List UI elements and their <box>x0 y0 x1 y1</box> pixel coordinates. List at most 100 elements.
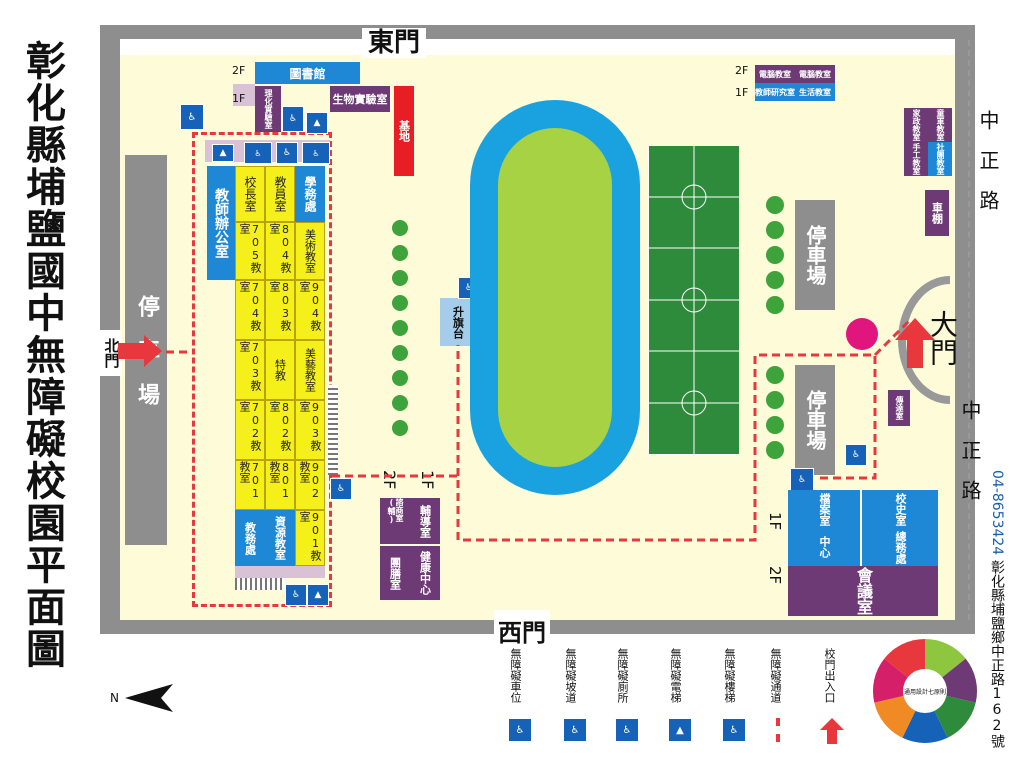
universal-design-wheel: 通用設計七原則 <box>872 639 978 743</box>
legend-parking-icon: ♿ <box>508 718 532 742</box>
ramp-mid <box>328 385 338 475</box>
stairs-bottom <box>235 566 325 578</box>
east-room-1: 電腦教室 <box>755 65 795 83</box>
east-room-4: 生活教室 <box>795 83 835 101</box>
elevator-icon-top-2: ♿ <box>276 142 298 164</box>
classroom-903: 903教室 <box>295 400 325 460</box>
principal-office: 校長室 <box>235 166 265 222</box>
ramp-bottom <box>235 578 285 590</box>
toilet-icon-bottom: ♿ <box>285 584 307 606</box>
classroom-901: 901教室 <box>295 510 325 566</box>
classroom-902: 902教室 <box>295 460 325 510</box>
north-gate-label: 北門 <box>100 330 122 376</box>
legend-path-icon <box>776 718 784 742</box>
legend-ramp-label: 無障礙坡道 <box>564 648 577 703</box>
fine-arts-classroom: 美藝教室 <box>295 340 325 400</box>
legend-ramp-icon: ♿ <box>563 718 587 742</box>
floor-2f-east: 2F <box>735 64 749 77</box>
shed-room-1: 家政教室 <box>904 108 928 142</box>
legend-parking-label: 無障礙車位 <box>509 648 522 703</box>
counseling-sub-room: 諮商室(輔) <box>380 498 410 544</box>
stairlift-icon-mid: ♿ <box>330 478 352 500</box>
phone-label: 04-8653424 <box>989 470 1005 556</box>
compass-label: N <box>110 691 119 705</box>
kitchen-room: 團膳室 <box>380 546 410 600</box>
page-title: 彰化縣埔鹽國中無障礙校園平面圖 <box>19 40 65 670</box>
classroom-704: 704教室 <box>235 280 265 340</box>
parking-icon-top: ♿ <box>180 104 204 130</box>
staff-office: 教員室 <box>265 166 295 222</box>
floor-1f-top: 1F <box>232 92 246 105</box>
floor-2f-right: 2F <box>766 566 784 585</box>
main-gate-arrow-icon <box>895 318 935 368</box>
resource-classroom: 資源教室 <box>265 510 295 566</box>
legend-stairlift-label: 無障礙樓梯 <box>723 648 736 703</box>
toilet-icon-lab: ♿ <box>282 106 304 132</box>
legend-path-label: 無障礙通道 <box>769 648 782 703</box>
legend-elevator-icon: ▲ <box>668 718 692 742</box>
toilet-icon-top-2: ♿ <box>302 142 330 164</box>
student-affairs-office: 學務處 <box>295 166 325 222</box>
archive-room: 檔案室 <box>788 490 860 528</box>
classroom-802: 802教室 <box>265 400 295 460</box>
running-track <box>470 100 640 495</box>
wall-right <box>955 25 975 634</box>
address-label: 彰化縣埔鹽鄉中正路162號 <box>989 560 1005 748</box>
shed-room-4: 手工教室 <box>904 142 928 176</box>
classroom-804: 804教室 <box>265 222 295 280</box>
basketball-courts <box>648 145 740 455</box>
wc-center: 中心 <box>788 528 860 566</box>
wall-top <box>100 25 970 39</box>
east-room-2: 電腦教室 <box>795 65 835 83</box>
classroom-801: 801教室 <box>265 460 295 510</box>
classroom-701: 701教室 <box>235 460 265 510</box>
legend: ♿ 無障礙車位 ♿ 無障礙坡道 ♿ 無障礙廁所 ▲ 無障礙電梯 ♿ 無障礙樓梯 … <box>500 648 850 748</box>
library: 圖書館 <box>255 62 360 84</box>
floor-1f-mid: 1F <box>418 470 437 490</box>
legend-toilet-icon: ♿ <box>615 718 639 742</box>
classroom-702: 702教室 <box>235 400 265 460</box>
ramp-icon-right: ♿ <box>790 468 814 492</box>
physics-lab: 理化實驗室 <box>255 86 281 132</box>
bike-shed: 車棚 <box>925 190 949 236</box>
wheel-center-label: 通用設計七原則 <box>904 688 946 696</box>
floor-1f-right: 1F <box>766 512 784 531</box>
west-gate-label: 西門 <box>494 610 550 650</box>
tree-icons <box>392 220 408 436</box>
tree-row-right-top <box>766 196 784 314</box>
elevator-icon-top-1: ▲ <box>212 144 234 162</box>
toilet-icon-top: ♿ <box>244 142 272 164</box>
north-gate-arrow-icon <box>118 335 162 367</box>
legend-entrance-label: 校門出入口 <box>823 648 836 703</box>
base-building: 基地 <box>394 86 414 176</box>
legend-entrance-icon <box>820 718 844 744</box>
classroom-904: 904教室 <box>295 280 325 340</box>
bio-lab: 生物實驗室 <box>330 86 390 112</box>
academic-office: 教務處 <box>235 510 265 566</box>
legend-elevator-label: 無障礙電梯 <box>669 648 682 703</box>
tree-row-left <box>390 220 410 445</box>
parking-right-bottom: 停車場 <box>795 365 835 475</box>
parking-right-top: 停車場 <box>795 200 835 310</box>
classroom-703: 703教室 <box>235 340 265 400</box>
legend-stairlift-icon: ♿ <box>722 718 746 742</box>
shed-room-3: 社團教室 <box>928 142 952 176</box>
library-stairs <box>233 84 255 106</box>
counseling-office: 輔導室 <box>410 498 440 544</box>
floor-2f-top: 2F <box>232 64 246 77</box>
east-room-3: 教師研究室 <box>755 83 795 101</box>
elevator-icon-lab: ▲ <box>306 112 328 134</box>
road-label-top: 中 正 路 <box>976 110 1000 210</box>
floor-2f-mid: 2F <box>380 470 399 490</box>
meeting-point-marker <box>846 318 878 350</box>
legend-toilet-label: 無障礙廁所 <box>616 648 629 703</box>
east-gate-label: 東門 <box>362 28 426 58</box>
shed-room-2: 童軍教室 <box>928 108 952 142</box>
guard-room: 傳達室 <box>888 390 910 426</box>
road-line <box>968 40 972 620</box>
art-classroom: 美術教室 <box>295 222 325 280</box>
history-room: 校史室 <box>862 490 938 528</box>
tree-row-right-bottom <box>766 366 784 459</box>
general-affairs: 總務處 <box>862 528 938 566</box>
special-classroom: 特教 <box>265 340 295 400</box>
